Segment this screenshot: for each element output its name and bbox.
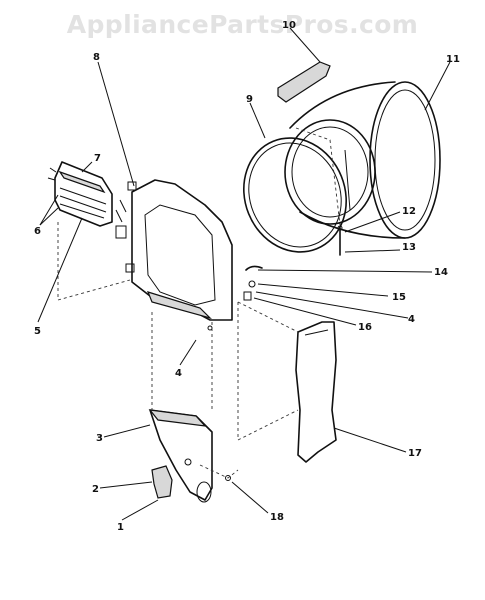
- alignment-lines: [57, 127, 341, 479]
- drum-pin: [337, 225, 343, 256]
- callout-2: 2: [92, 484, 99, 495]
- drum-seal: [243, 137, 347, 253]
- callout-14: 14: [434, 267, 448, 278]
- callout-17: 17: [408, 448, 422, 459]
- callout-16: 16: [358, 322, 372, 333]
- lint-filter: [47, 161, 113, 227]
- callout-4b: 4: [408, 314, 415, 325]
- callout-15: 15: [392, 292, 406, 303]
- drum-baffle: [277, 61, 331, 103]
- exhaust-duct: [148, 409, 213, 503]
- callout-6: 6: [34, 226, 41, 237]
- seal-strip: [295, 321, 337, 463]
- callout-3: 3: [96, 433, 103, 444]
- leader-lines: [37, 27, 451, 521]
- callout-4a: 4: [175, 368, 182, 379]
- callout-13: 13: [402, 242, 416, 253]
- callout-7: 7: [94, 153, 101, 164]
- callout-10: 10: [282, 20, 296, 31]
- callout-labels: 1 2 3 4 4 5 6 7 8 9 10 11 12 13 14 15 16…: [34, 20, 460, 533]
- callout-18: 18: [270, 512, 284, 523]
- drum: [284, 81, 441, 239]
- callout-12: 12: [402, 206, 416, 217]
- callout-11: 11: [446, 54, 460, 65]
- front-bulkhead: [115, 179, 233, 321]
- callout-8: 8: [93, 52, 100, 63]
- callout-1: 1: [117, 522, 124, 533]
- callout-5: 5: [34, 326, 41, 337]
- callout-9: 9: [246, 94, 253, 105]
- duct-clip: [151, 465, 173, 499]
- watermark: AppliancePartsPros.com: [66, 10, 419, 39]
- small-hardware: [207, 265, 263, 481]
